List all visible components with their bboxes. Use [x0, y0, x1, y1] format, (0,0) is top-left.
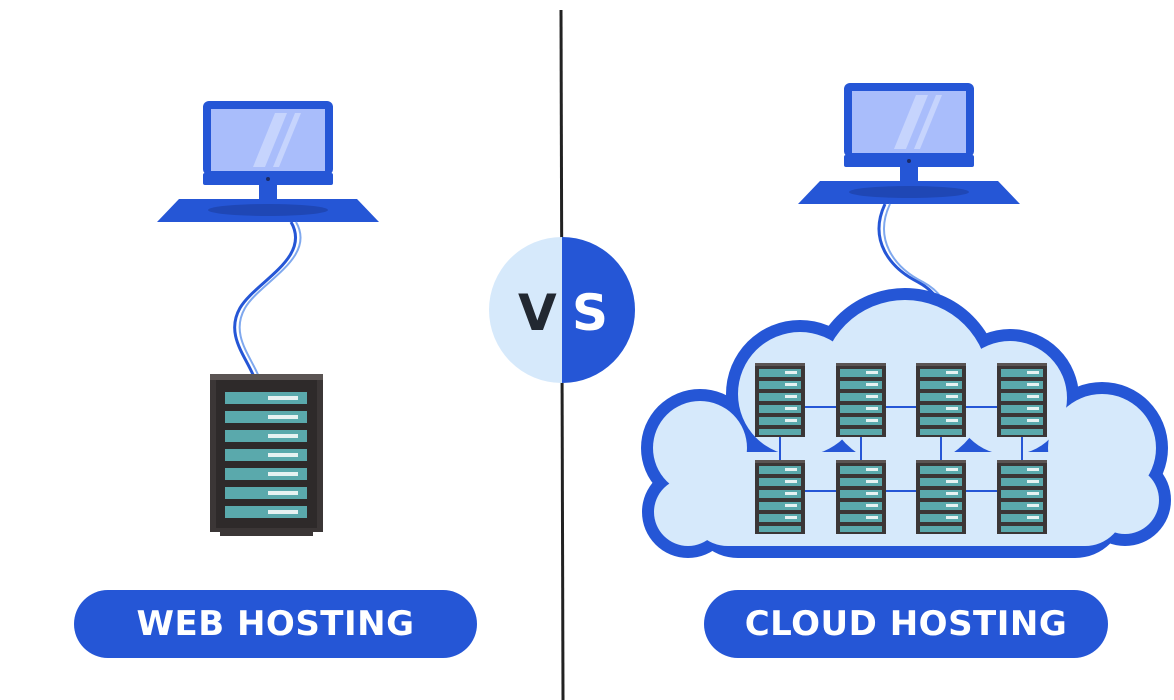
- server-icon: [755, 460, 805, 534]
- cloud-icon: [641, 288, 1171, 558]
- vs-circle: [489, 237, 635, 383]
- server-icon: [755, 363, 805, 437]
- web-hosting-label: WEB HOSTING: [74, 590, 477, 658]
- server-icon: [836, 460, 886, 534]
- laptop-icon: [157, 101, 379, 222]
- server-rack-icon: [210, 374, 323, 536]
- server-icon: [997, 460, 1047, 534]
- server-icon: [916, 460, 966, 534]
- cloud-hosting-label: CLOUD HOSTING: [704, 590, 1108, 658]
- cable-left: [233, 221, 298, 383]
- server-icon: [997, 363, 1047, 437]
- vs-letter-v: V: [518, 284, 557, 342]
- laptop-icon: [798, 83, 1020, 204]
- server-icon: [916, 363, 966, 437]
- server-icon: [836, 363, 886, 437]
- vs-letter-s: S: [572, 284, 609, 342]
